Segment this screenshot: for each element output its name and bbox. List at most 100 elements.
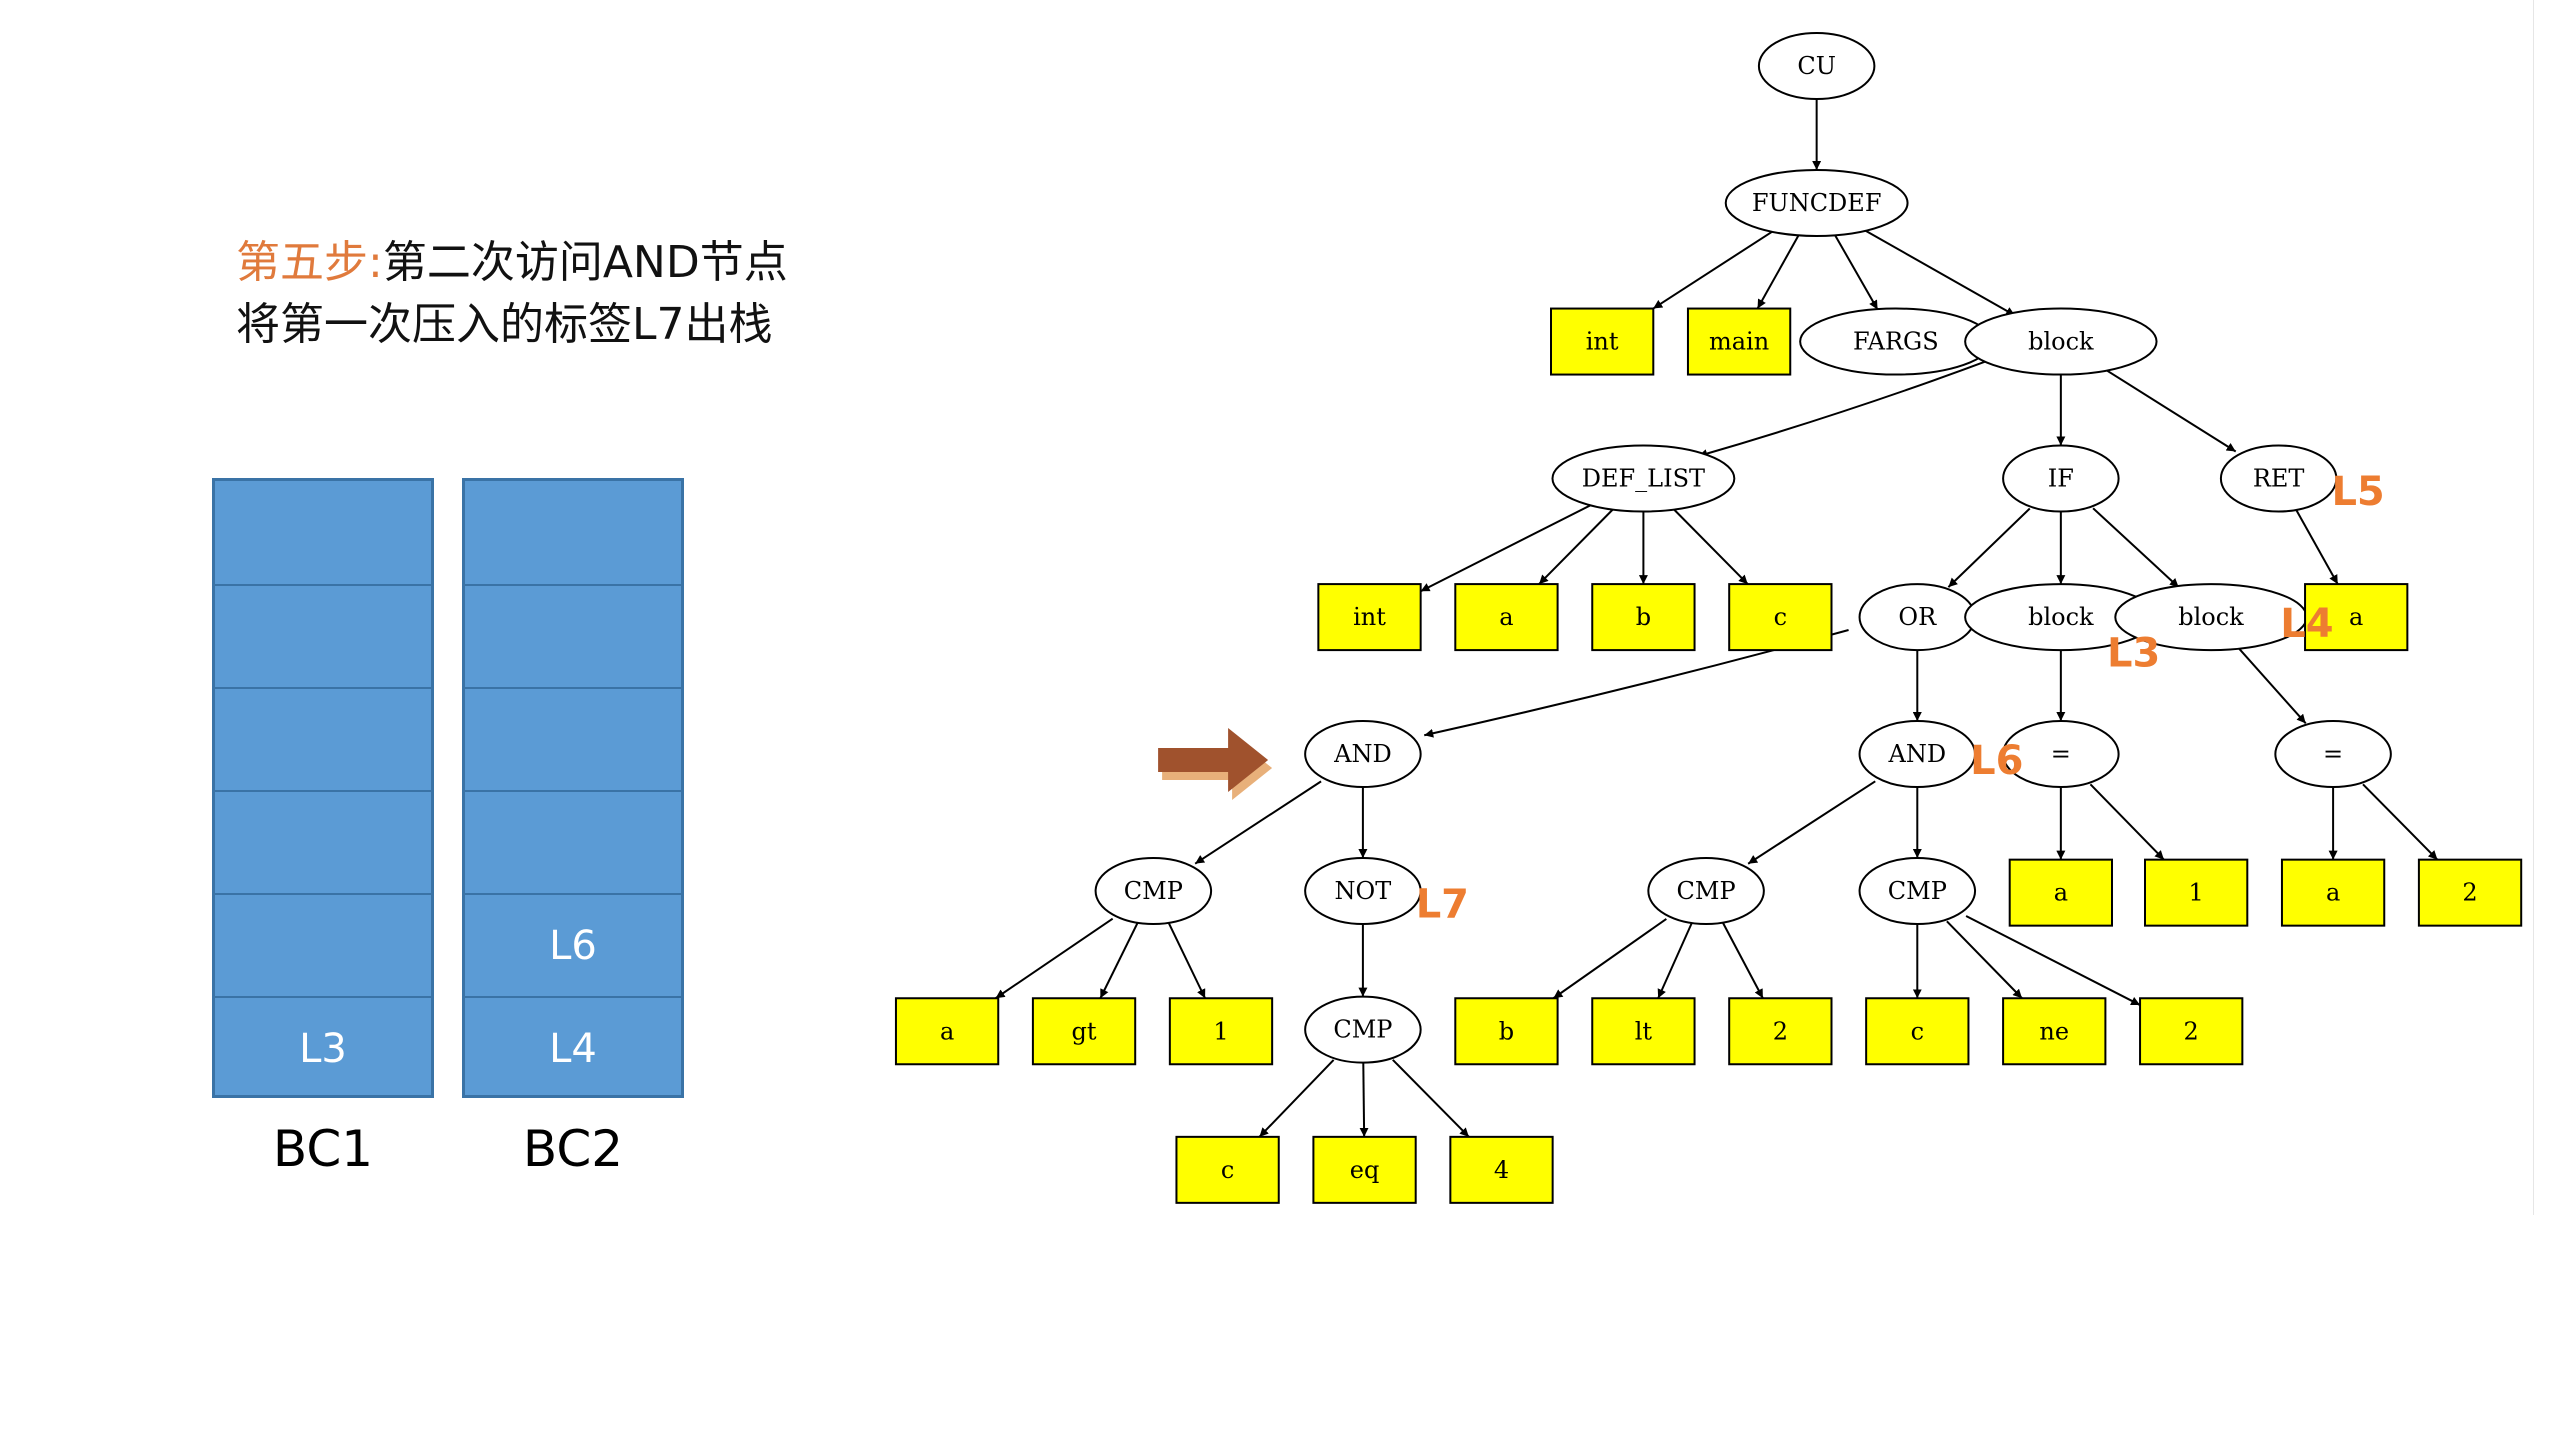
node-label: block xyxy=(2028,603,2094,631)
stack-label-bc2: BC2 xyxy=(522,1120,624,1178)
node-label: FUNCDEF xyxy=(1752,189,1882,217)
step-heading: 第五步:第二次访问AND节点 将第一次压入的标签L7出栈 xyxy=(236,232,788,356)
node-c4c: c xyxy=(1175,1135,1280,1204)
edge-funcdef-int1 xyxy=(1652,229,1776,310)
edge-cmp3-c3ne xyxy=(1946,920,2023,999)
stack-slot: L4 xyxy=(465,996,681,1099)
edge-eq2-e2v xyxy=(2362,783,2439,861)
tag-l3: L3 xyxy=(2107,631,2160,677)
heading-step-label: 第五步: xyxy=(236,237,383,288)
node-box xyxy=(1865,997,1970,1066)
node-ellipse xyxy=(1304,995,1422,1064)
edge-deflist-dc xyxy=(1672,508,1749,585)
stack-slot xyxy=(465,687,681,790)
node-box xyxy=(1550,307,1655,376)
node-c2v: 2 xyxy=(1728,997,1833,1066)
node-label: IF xyxy=(2048,465,2074,493)
edge-deflist-da xyxy=(1538,508,1615,585)
node-box xyxy=(1686,307,1792,376)
node-label: lt xyxy=(1635,1017,1653,1045)
node-or: OR xyxy=(1858,583,1977,652)
node-e1a: a xyxy=(2008,858,2113,927)
node-label: main xyxy=(1709,328,1769,356)
node-label: 1 xyxy=(1213,1017,1228,1045)
current-node-marker xyxy=(1158,728,1273,801)
stack-slot xyxy=(215,584,431,687)
node-db: b xyxy=(1591,583,1696,652)
tag-l7: L7 xyxy=(1416,881,1469,927)
node-box xyxy=(2144,858,2249,927)
edge-block1-deflist xyxy=(1698,356,1997,458)
node-label: int xyxy=(1586,328,1619,356)
node-fargs: FARGS xyxy=(1799,307,1993,376)
right-arrow-icon xyxy=(1158,728,1273,801)
node-deflist: DEF_LIST xyxy=(1551,444,1736,513)
node-label: RET xyxy=(2253,465,2305,493)
node-eq1: = xyxy=(2002,720,2120,789)
node-label: ne xyxy=(2039,1017,2069,1045)
edge-block3-eq2 xyxy=(2237,647,2307,725)
node-box xyxy=(1728,997,1833,1066)
node-label: b xyxy=(1499,1017,1514,1045)
node-box xyxy=(1312,1135,1417,1204)
stack-slot xyxy=(215,893,431,996)
node-label: DEF_LIST xyxy=(1582,465,1705,493)
node-box xyxy=(1168,997,1274,1066)
node-box xyxy=(2139,997,2244,1066)
stack-bc2: L6 L4 xyxy=(462,478,684,1098)
edge-eq1-e1v xyxy=(2089,783,2165,861)
node-block3: block xyxy=(2114,583,2308,652)
node-and1: AND xyxy=(1304,720,1422,789)
node-e2a: a xyxy=(2280,858,2386,927)
edge-funcdef-fargs xyxy=(1834,234,1879,311)
edge-and1-cmp1 xyxy=(1194,780,1322,865)
node-ellipse xyxy=(1757,32,1876,100)
node-eq2: = xyxy=(2274,720,2392,789)
node-ellipse xyxy=(2219,444,2338,513)
node-label: int xyxy=(1353,603,1386,631)
node-c2b: b xyxy=(1454,997,1559,1066)
stack-slot xyxy=(215,790,431,893)
node-ellipse xyxy=(1551,444,1736,513)
node-label: = xyxy=(2323,740,2343,768)
stack-slot xyxy=(465,790,681,893)
node-label: AND xyxy=(1333,740,1392,768)
edge-and2-cmp2 xyxy=(1747,780,1876,865)
tree-edges xyxy=(995,99,2439,1138)
node-ellipse xyxy=(1724,168,1909,237)
node-int2: int xyxy=(1317,583,1422,652)
node-if: IF xyxy=(2002,444,2120,513)
heading-line-2: 将第一次压入的标签L7出栈 xyxy=(236,299,773,350)
stack-label-bc1: BC1 xyxy=(272,1120,374,1178)
node-c1v: 1 xyxy=(1168,997,1274,1066)
node-ellipse xyxy=(1094,857,1213,925)
node-box xyxy=(1449,1135,1554,1204)
node-reta: a xyxy=(2304,583,2409,652)
tag-l4: L4 xyxy=(2280,601,2333,647)
node-label: a xyxy=(940,1017,954,1045)
stack-slot xyxy=(465,584,681,687)
node-label: FARGS xyxy=(1853,328,1939,356)
node-label: CMP xyxy=(1888,877,1947,905)
node-box xyxy=(1454,583,1559,652)
node-and2: AND xyxy=(1858,720,1977,789)
edge-cmp1-c1v xyxy=(1168,922,1206,999)
node-box xyxy=(1175,1135,1280,1204)
node-label: gt xyxy=(1072,1017,1097,1045)
node-label: a xyxy=(2326,879,2340,907)
node-ellipse xyxy=(1964,307,2158,376)
heading-line-1: 第五步:第二次访问AND节点 xyxy=(236,232,788,294)
edge-deflist-int2 xyxy=(1420,502,1595,593)
stack-slot xyxy=(215,687,431,790)
edge-cmp4-c4v xyxy=(1392,1059,1470,1138)
edge-cmp2-c2b xyxy=(1552,918,1667,1000)
node-label: a xyxy=(1499,603,1513,631)
node-c4eq: eq xyxy=(1312,1135,1417,1204)
node-cmp2: CMP xyxy=(1647,857,1765,925)
node-ellipse xyxy=(2002,720,2120,789)
node-cmp1: CMP xyxy=(1094,857,1213,925)
stack-slot: L3 xyxy=(215,996,431,1099)
node-box xyxy=(1728,583,1833,652)
